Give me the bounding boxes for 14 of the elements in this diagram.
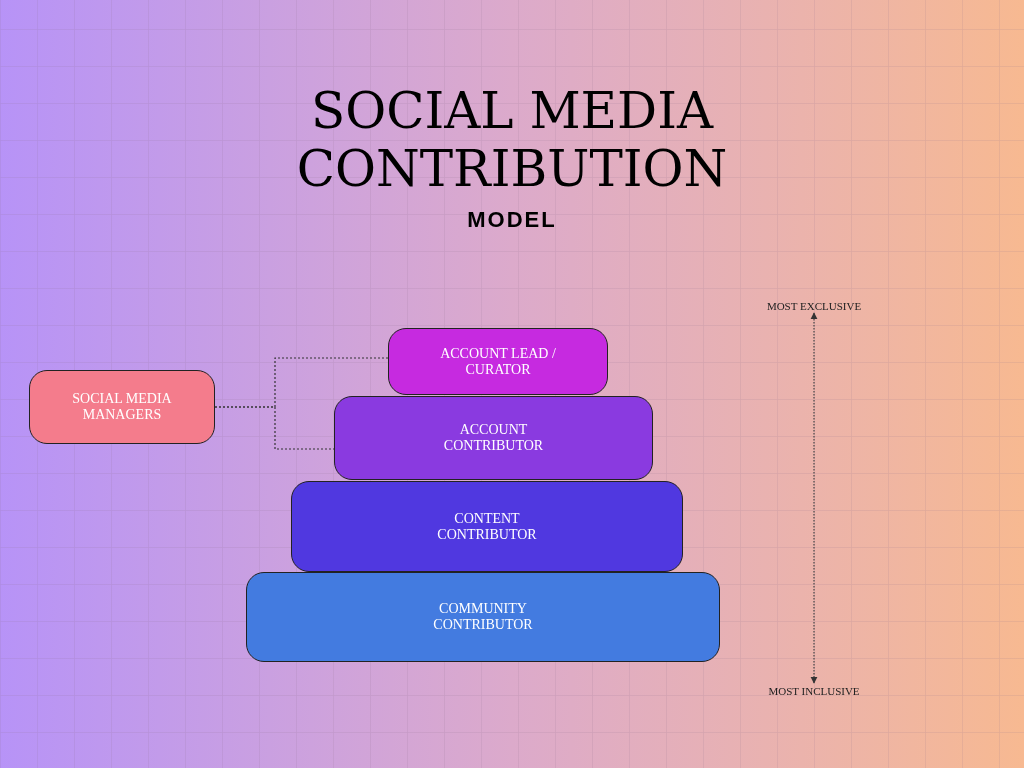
tier-label: ACCOUNT LEAD / CURATOR	[439, 345, 557, 378]
role-box	[29, 370, 215, 444]
pyramid-tier	[334, 396, 653, 480]
scale-label: MOST INCLUSIVE	[767, 684, 861, 699]
pyramid-tier	[246, 572, 720, 662]
title: SOCIAL MEDIA CONTRIBUTION	[295, 82, 729, 198]
subtitle: MODEL	[467, 206, 557, 234]
tier-label: CONTENT CONTRIBUTOR	[436, 510, 538, 543]
tier-label: COMMUNITY CONTRIBUTOR	[432, 601, 534, 633]
tier-label: ACCOUNT CONTRIBUTOR	[442, 422, 545, 454]
scale-label: MOST EXCLUSIVE	[765, 299, 863, 314]
tier-label: SOCIAL MEDIA MANAGERS	[71, 391, 173, 423]
pyramid-tier	[291, 481, 683, 572]
pyramid-tier	[388, 328, 608, 395]
